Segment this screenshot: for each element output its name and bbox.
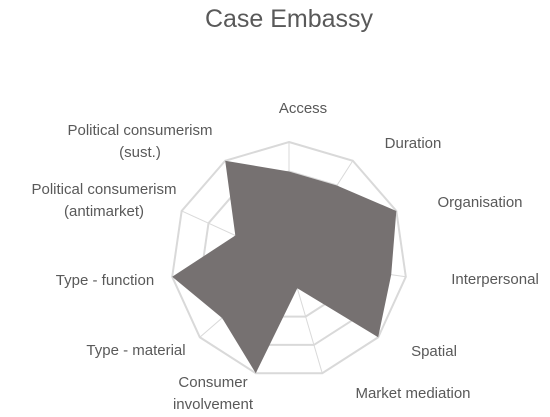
axis-label-2: Duration: [385, 135, 442, 152]
axis-label-10: Political consumerism(antimarket): [31, 181, 176, 220]
axis-label-9: Type - function: [56, 272, 154, 289]
axis-label-4: Interpersonal: [451, 271, 539, 288]
axis-label-8: Type - material: [86, 342, 185, 359]
grid-ring-4: [171, 140, 407, 375]
axis-label-11: Political consumerism(sust.): [67, 122, 212, 161]
axis-label-3: Organisation: [437, 194, 522, 211]
series-area-1: [172, 160, 397, 374]
chart-title: Case Embassy: [205, 5, 374, 33]
axis-label-6: Market mediation: [355, 385, 470, 402]
axis-label-1: Access: [279, 100, 327, 117]
axis-label-5: Spatial: [411, 343, 457, 360]
radar-axis-labels: AccessDurationOrganisationInterpersonalS…: [31, 100, 538, 413]
radar-series-area: [172, 160, 397, 374]
